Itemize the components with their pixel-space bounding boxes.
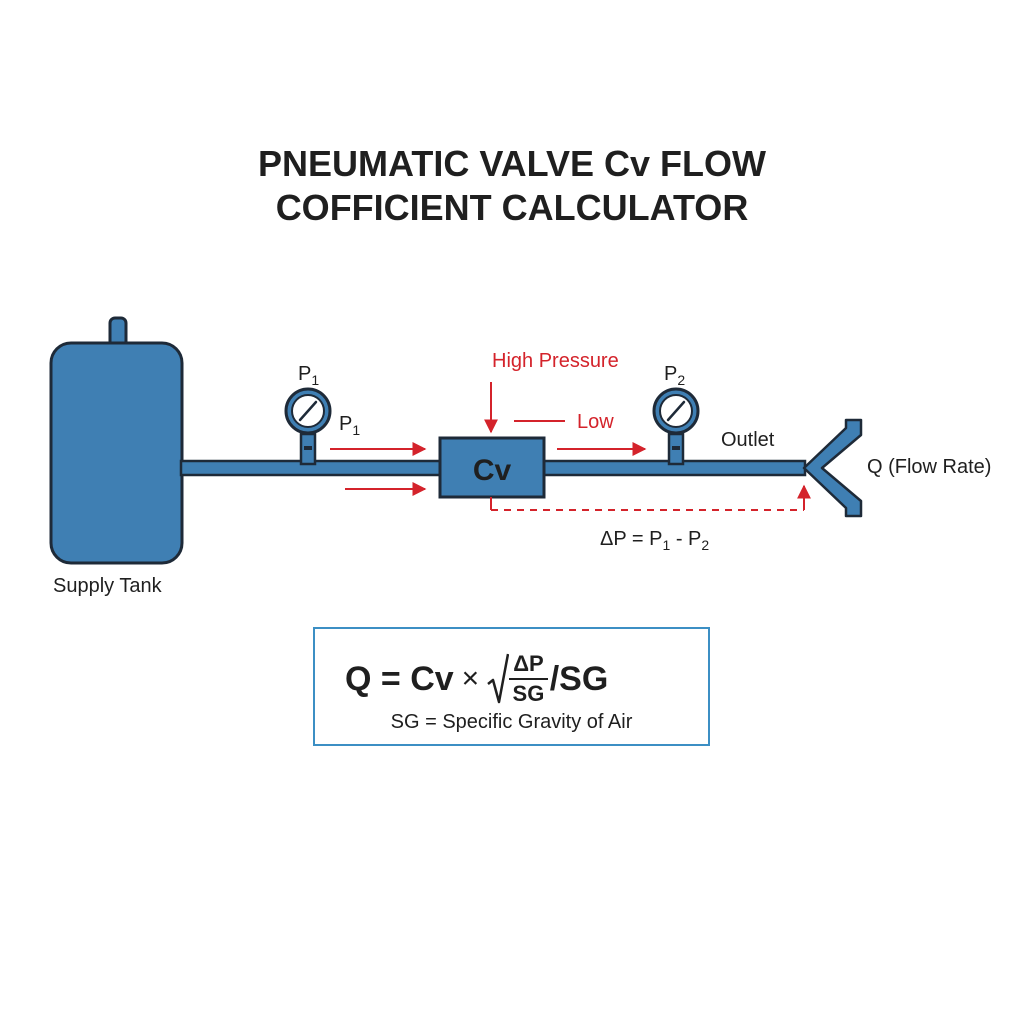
outlet-nozzle [802, 418, 863, 518]
cv-valve: Cv [438, 436, 546, 499]
gauge-p2-label: P2 [664, 363, 685, 388]
gauge-p1-label: P1 [298, 363, 319, 388]
delta-p-label: ΔP = P1 - P2 [600, 528, 709, 553]
formula-fraction: ΔP SG [509, 652, 548, 706]
tank-body [49, 341, 184, 565]
formula-numerator: ΔP [509, 652, 548, 680]
gauge-p1-needle [298, 400, 318, 422]
formula-times: × [461, 662, 480, 695]
formula-equation: Q = Cv × ΔP SG /SG [345, 649, 608, 709]
gauge-p2-collar [672, 446, 680, 450]
supply-tank [49, 316, 184, 565]
supply-tank-label: Supply Tank [53, 575, 163, 597]
flow-arrows [330, 382, 811, 511]
valve-body [438, 436, 546, 499]
gauge-p2-needle [666, 400, 686, 422]
outlet-funnel [802, 418, 863, 518]
formula-caption: SG = Specific Gravity of Air [390, 711, 633, 733]
title-line-1: PNEUMATIC VALVE Cv FLOW [258, 143, 766, 184]
gauge-p1 [284, 387, 332, 466]
valve-label: Cv [473, 454, 512, 487]
p1-side-label: P1 [339, 413, 360, 438]
low-pressure-label: Low [577, 411, 614, 433]
gauge-p1-collar [304, 446, 312, 450]
formula-box: Q = Cv × ΔP SG /SG SG = Specific Gravity… [313, 627, 710, 746]
title-line-2: COFFICIENT CALCULATOR [275, 187, 749, 228]
square-root-icon [487, 652, 510, 706]
formula-tail: /SG [549, 659, 609, 698]
flow-rate-label: Q (Flow Rate) [867, 456, 991, 478]
outlet-label: Outlet [721, 429, 775, 451]
formula-denominator: SG [512, 681, 545, 706]
high-pressure-label: High Pressure [492, 350, 619, 372]
formula-lhs: Q = Cv [345, 659, 454, 698]
gauge-p2 [652, 387, 700, 466]
